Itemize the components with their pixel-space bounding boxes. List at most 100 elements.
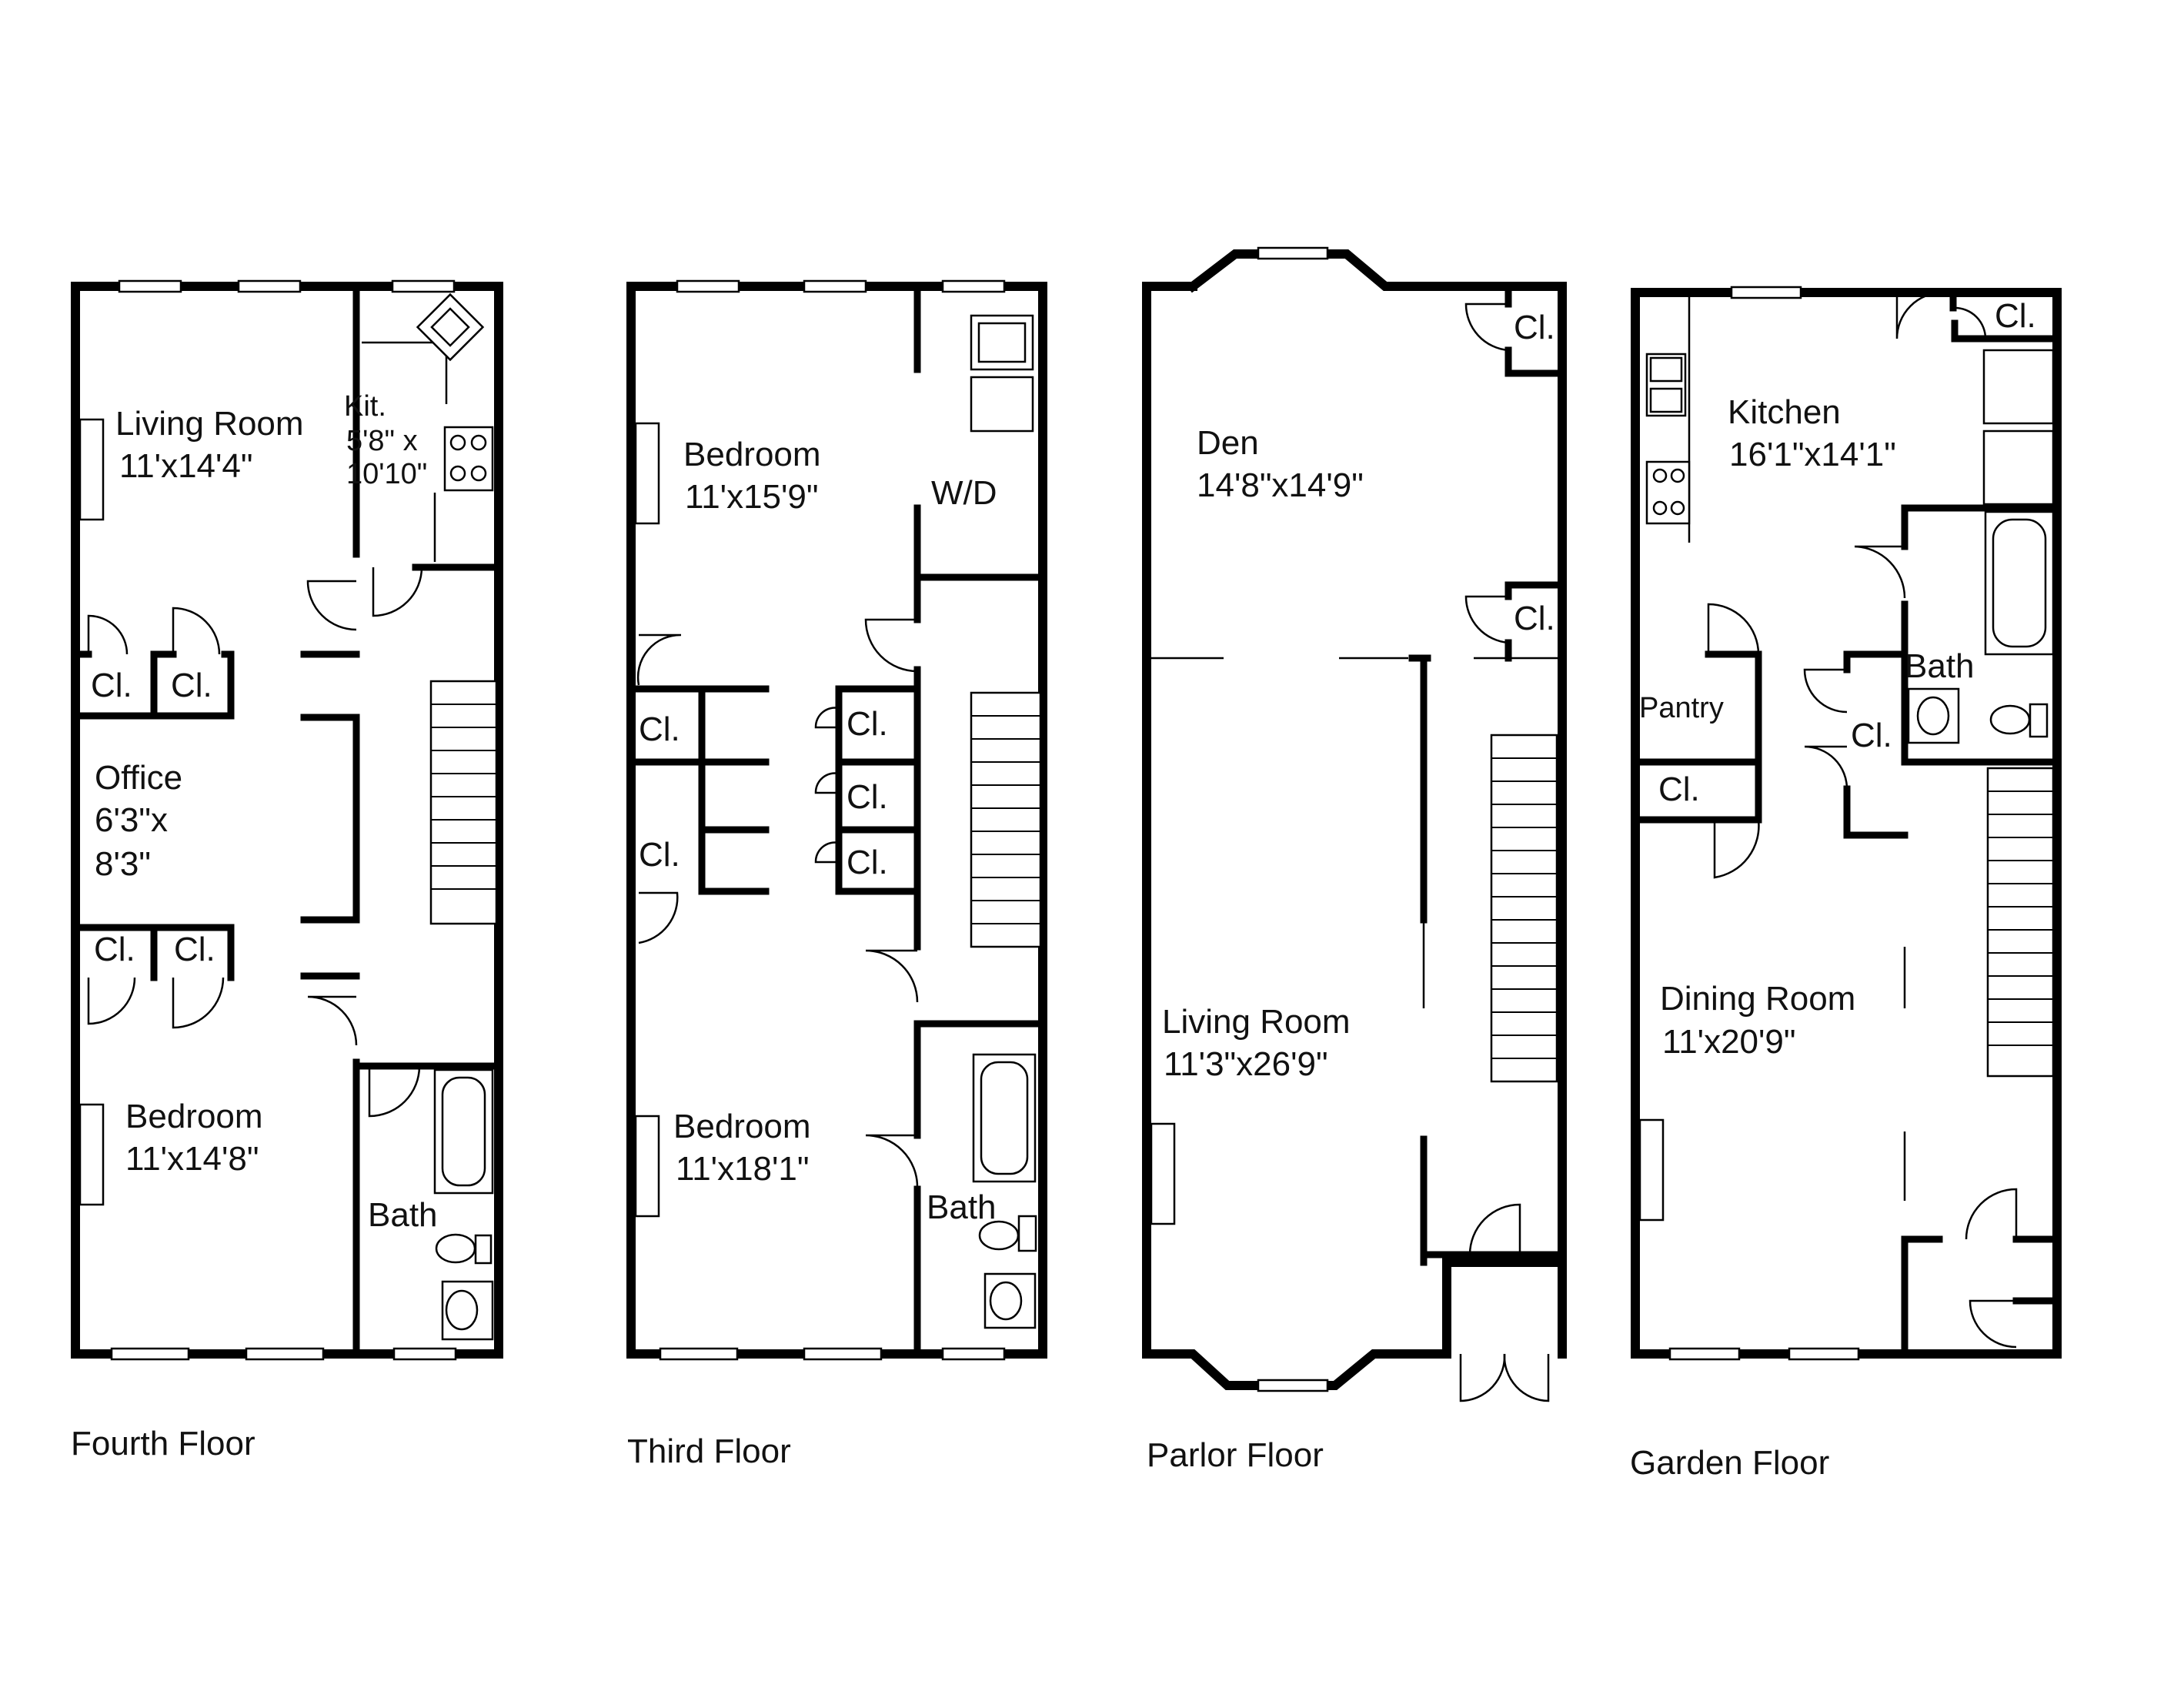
floor-caption: Parlor Floor (1147, 1436, 1324, 1474)
window (1668, 1347, 1741, 1361)
staircase (429, 680, 498, 925)
door-swing (1854, 545, 1906, 599)
door-swing (638, 891, 679, 944)
bathroom-sink (983, 1272, 1037, 1329)
room-dimensions: 5'8" x (346, 425, 418, 457)
bathtub (433, 1068, 494, 1195)
window (110, 1347, 190, 1361)
door-swing (307, 995, 358, 1046)
room-dimensions: 6'3"x (95, 801, 168, 839)
door-swing (1969, 1299, 2017, 1349)
room-name: Bedroom (673, 1108, 811, 1145)
staircase (970, 691, 1042, 948)
closet-label: Cl. (1514, 309, 1555, 346)
window (1788, 1347, 1860, 1361)
window (1257, 246, 1329, 260)
room-dimensions: 16'1"x14'1" (1729, 436, 1896, 473)
fireplace (1150, 1122, 1176, 1225)
door-swing (172, 607, 221, 655)
room-name: Kitchen (1728, 393, 1841, 431)
floor-caption: Third Floor (627, 1432, 791, 1470)
door-swing (1459, 1353, 1506, 1402)
window (392, 1347, 457, 1361)
closet-label: Cl. (1995, 297, 2036, 335)
room-name: Living Room (115, 405, 304, 443)
window (237, 279, 302, 293)
door-swing (1464, 303, 1509, 352)
fireplace (1638, 1118, 1665, 1222)
floor-caption: Garden Floor (1630, 1444, 1829, 1482)
room-name: Den (1197, 424, 1259, 462)
door-swing (814, 707, 840, 729)
door-swing (1468, 1203, 1521, 1255)
door-swing (1464, 595, 1509, 644)
door-swing (1713, 819, 1760, 879)
room-dimensions: 8'3" (95, 845, 151, 883)
window (941, 1347, 1006, 1361)
closet-label: Cl. (639, 836, 680, 874)
door-swing (1965, 1188, 2018, 1240)
appliance (1982, 430, 2055, 506)
closet-label: Cl. (847, 844, 888, 881)
bathtub (1984, 510, 2055, 656)
closet-label: Cl. (1514, 600, 1555, 637)
door-swing (1895, 291, 1944, 339)
closet-label: Cl. (94, 931, 135, 968)
door-swing (87, 614, 129, 655)
room-dimensions: 11'x14'4" (119, 447, 253, 485)
window (676, 279, 740, 293)
closet-label: Cl. (847, 778, 888, 816)
bathroom-sink (1907, 687, 1960, 744)
bathtub (972, 1053, 1037, 1183)
door-swing (1503, 1353, 1550, 1402)
door-swing (87, 977, 136, 1025)
closet-label: Cl. (91, 667, 132, 704)
closet-label: Cl. (847, 705, 888, 743)
closet-label: Cl. (1851, 717, 1892, 754)
window (1730, 286, 1802, 299)
staircase (1490, 734, 1558, 1083)
door-swing (864, 618, 918, 673)
room-name: Bath (1905, 647, 1975, 685)
door-swing (636, 633, 682, 686)
door-swing (865, 949, 919, 1003)
room-name: Pantry (1639, 692, 1724, 724)
floor-caption: Fourth Floor (71, 1425, 255, 1462)
room-name: Dining Room (1660, 980, 1855, 1018)
stove (1645, 460, 1691, 525)
refrigerator (1982, 349, 2055, 425)
room-dimensions: 11'x14'8" (125, 1140, 259, 1178)
room-dimensions: 11'x20'9" (1662, 1023, 1796, 1061)
window (803, 1347, 883, 1361)
room-dimensions: 14'8"x14'9" (1197, 466, 1364, 504)
window (1257, 1379, 1329, 1392)
fireplace (78, 418, 105, 521)
room-name: Bedroom (125, 1098, 263, 1135)
room-name: Bath (927, 1188, 997, 1226)
fireplace (78, 1103, 105, 1206)
bathroom-sink (441, 1280, 494, 1341)
room-dimensions: 11'3"x26'9" (1164, 1045, 1328, 1083)
room-name: Living Room (1162, 1003, 1351, 1041)
closet-label: Cl. (171, 667, 212, 704)
third-floor-plan: Bedroom 11'x15'9" W/D Cl. Cl. Cl. Cl. Cl… (626, 279, 1047, 1470)
door-swing (1803, 668, 1848, 714)
closet-label: Cl. (1658, 770, 1700, 808)
door-swing (1707, 603, 1760, 655)
room-name: W/D (931, 474, 997, 512)
window (659, 1347, 739, 1361)
closet-label: Cl. (174, 931, 215, 968)
window (391, 279, 456, 293)
staircase (1986, 767, 2055, 1078)
kitchen-sink (416, 292, 485, 362)
room-dimensions: 11'x18'1" (676, 1150, 810, 1188)
room-dimensions: 10'10" (346, 458, 427, 490)
parlor-floor-plan: Den 14'8"x14'9" Cl. Cl. Living Room 11'3… (1142, 246, 1567, 1474)
door-swing (865, 1134, 919, 1188)
room-name: Office (95, 759, 182, 797)
toilet (1989, 703, 2049, 738)
door-swing (372, 567, 423, 617)
window (803, 279, 867, 293)
fireplace (634, 1115, 660, 1218)
